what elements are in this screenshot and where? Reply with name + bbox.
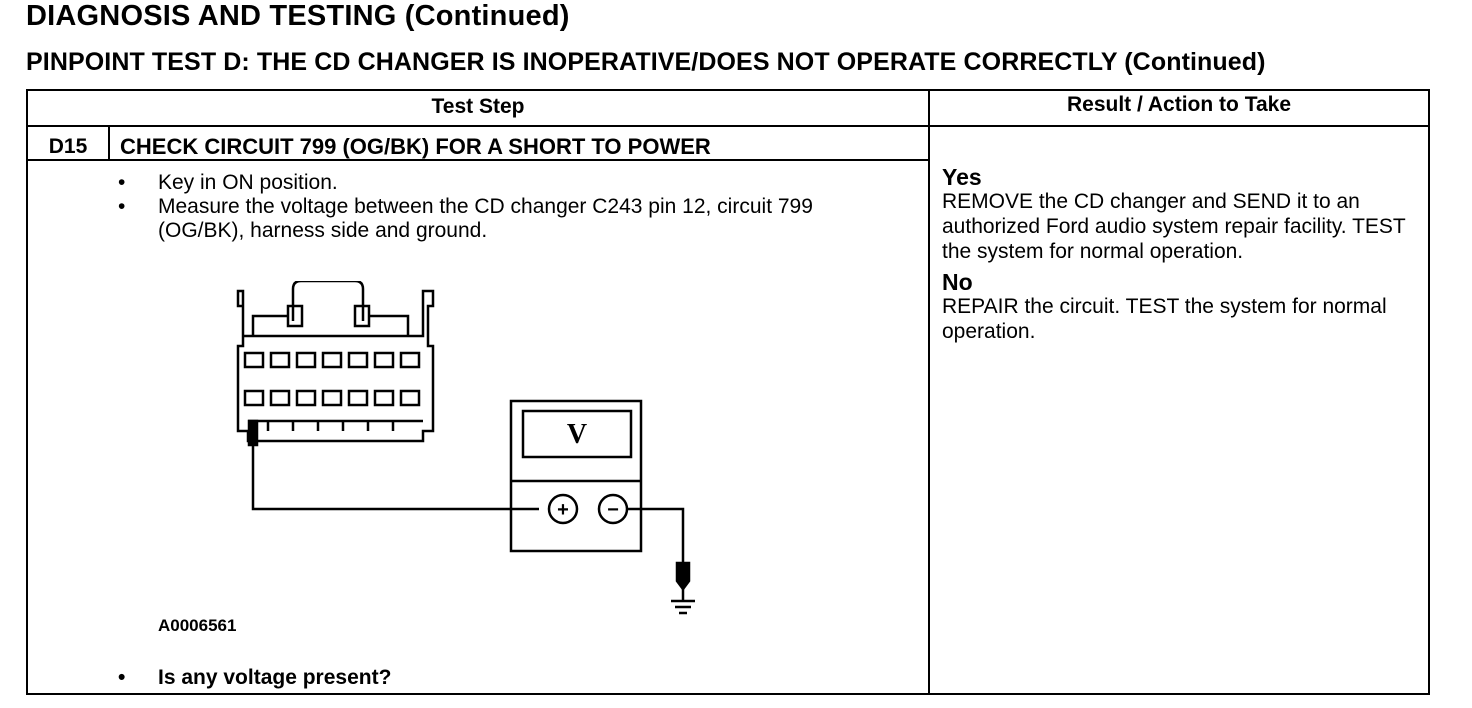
instruction-item: • Measure the voltage between the CD cha… [118,195,878,243]
header-divider [28,125,1428,127]
bullet-icon: • [118,666,126,689]
step-question: • Is any voltage present? [118,666,391,690]
instruction-text: Measure the voltage between the CD chang… [158,195,813,242]
connector-c243-icon [236,281,435,443]
question-text: Is any voltage present? [158,666,392,689]
voltmeter-label: V [567,419,587,450]
step-id-divider [108,127,110,160]
voltmeter-plus-terminal: + [557,499,569,521]
column-divider [928,91,930,693]
result-no-label: No [942,269,973,295]
ground-symbol-icon [627,507,695,615]
header-test-step: Test Step [431,95,525,118]
instruction-item: • Key in ON position. [118,171,878,195]
pinpoint-test-title: PINPOINT TEST D: THE CD CHANGER IS INOPE… [26,48,1266,76]
bullet-icon: • [118,195,126,218]
voltmeter-minus-terminal: − [607,499,619,521]
instruction-text: Key in ON position. [158,171,338,194]
step-title: CHECK CIRCUIT 799 (OG/BK) FOR A SHORT TO… [120,134,711,159]
page-title: DIAGNOSIS AND TESTING (Continued) [26,0,570,32]
result-actions: Yes REMOVE the CD changer and SEND it to… [942,165,1422,350]
probe-lead [247,419,539,511]
result-yes-text: REMOVE the CD changer and SEND it to an … [942,190,1406,263]
result-yes-label: Yes [942,164,982,190]
pinpoint-test-table: Test Step Result / Action to Take D15 CH… [26,89,1430,695]
header-result-action: Result / Action to Take [1066,93,1292,116]
step-instructions: • Key in ON position. • Measure the volt… [118,171,878,243]
step-title-divider [28,159,928,161]
step-id: D15 [48,135,88,158]
voltmeter-icon [509,399,643,553]
bullet-icon: • [118,171,126,194]
result-no-text: REPAIR the circuit. TEST the system for … [942,295,1387,343]
connector-voltmeter-diagram: V + − [236,281,695,615]
figure-id: A0006561 [158,616,237,635]
